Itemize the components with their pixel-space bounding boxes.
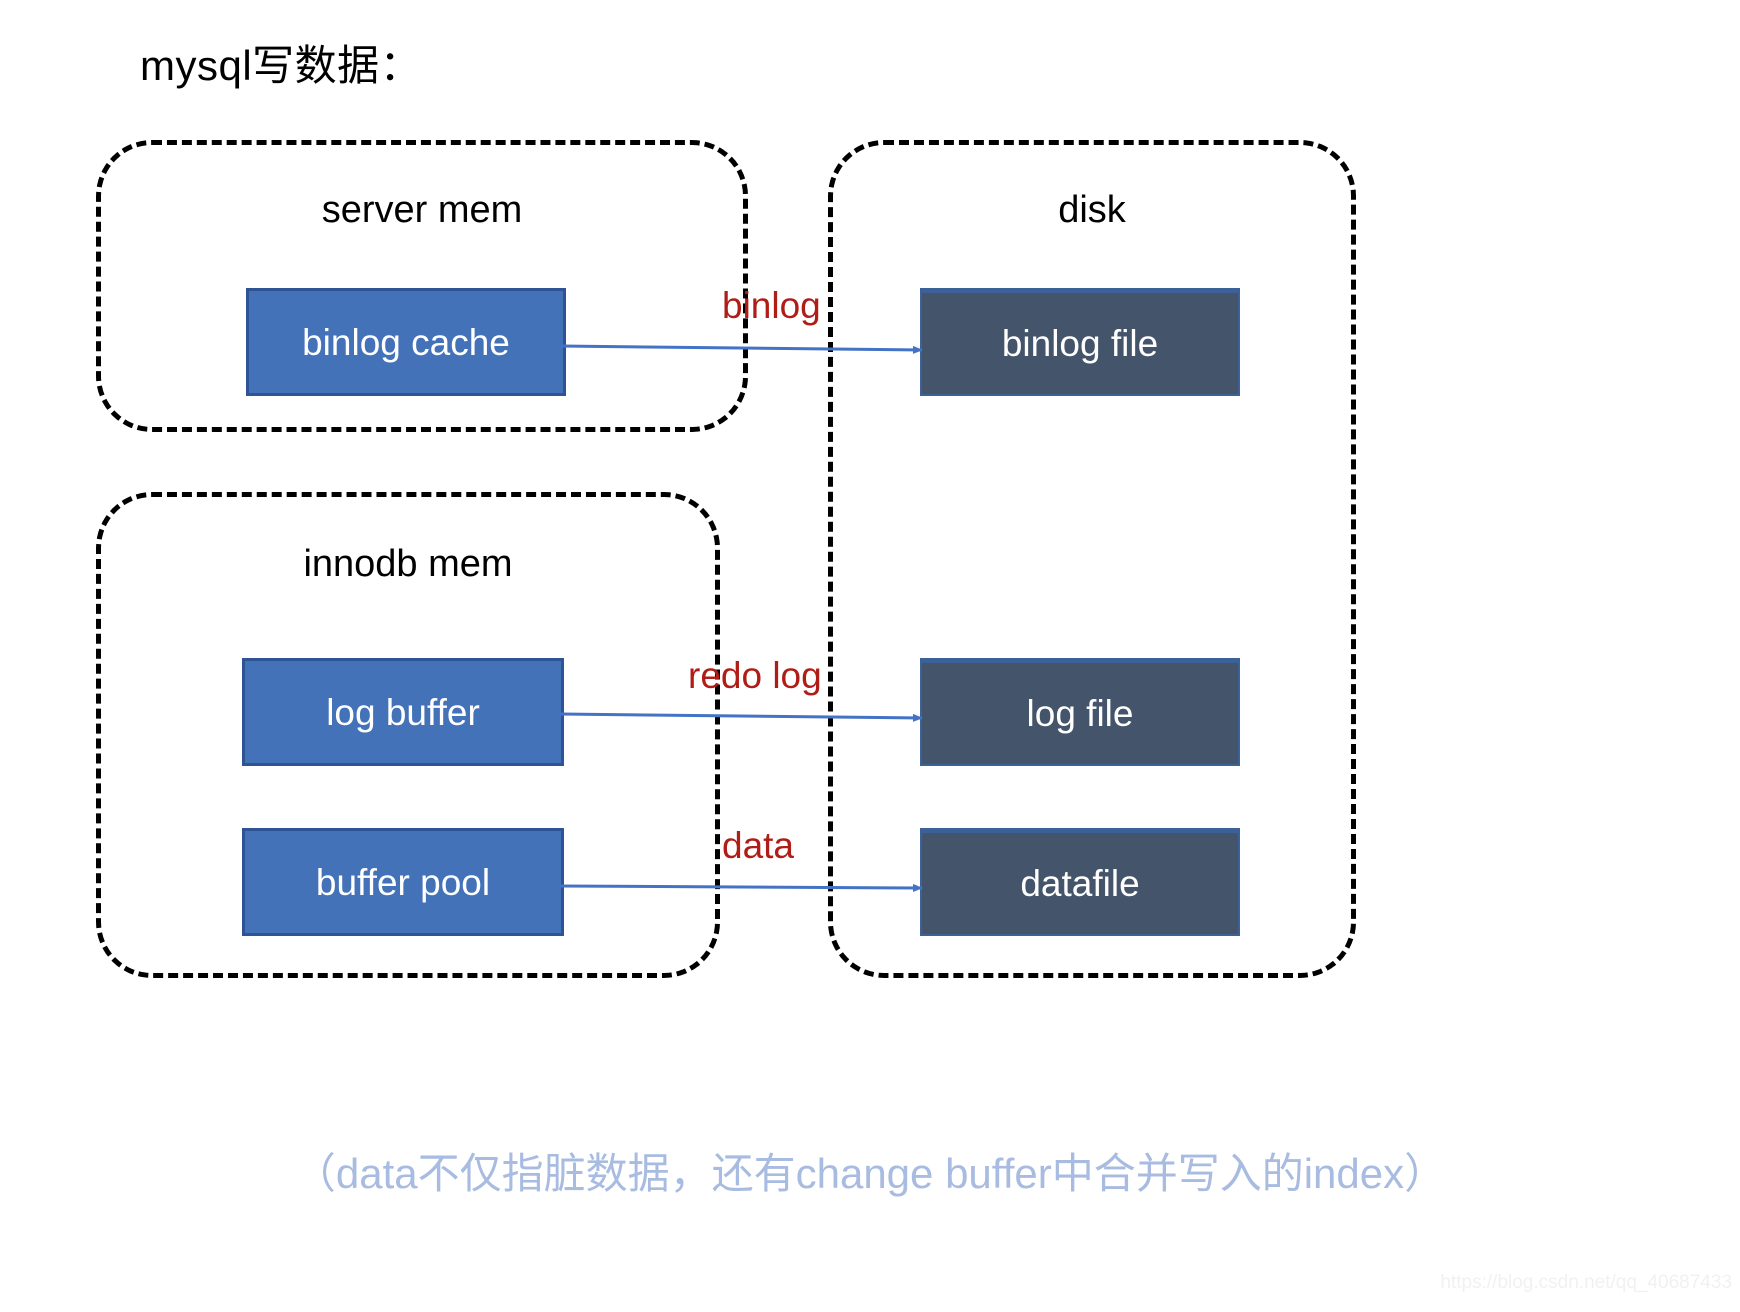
box-binlog-file[interactable]: binlog file <box>920 288 1240 396</box>
box-buffer-pool[interactable]: buffer pool <box>242 828 564 936</box>
group-label-disk: disk <box>1058 189 1126 231</box>
group-disk: disk <box>828 140 1356 978</box>
page-title: mysql写数据： <box>140 42 423 89</box>
box-binlog-cache[interactable]: binlog cache <box>246 288 566 396</box>
box-log-file[interactable]: log file <box>920 658 1240 766</box>
flow-label-redo-log: redo log <box>688 655 822 696</box>
group-label-innodb-mem: innodb mem <box>303 543 513 585</box>
footer-caption: （data不仅指脏数据，还有change buffer中合并写入的index） <box>293 1150 1447 1197</box>
group-server-mem: server mem <box>96 140 748 432</box>
box-log-buffer[interactable]: log buffer <box>242 658 564 766</box>
flow-label-data: data <box>722 825 795 866</box>
group-innodb-mem: innodb mem <box>96 492 720 978</box>
watermark: https://blog.csdn.net/qq_40687433 <box>1440 1272 1732 1293</box>
box-datafile[interactable]: datafile <box>920 828 1240 936</box>
flow-label-binlog: binlog <box>722 285 821 326</box>
group-label-server-mem: server mem <box>321 189 523 231</box>
